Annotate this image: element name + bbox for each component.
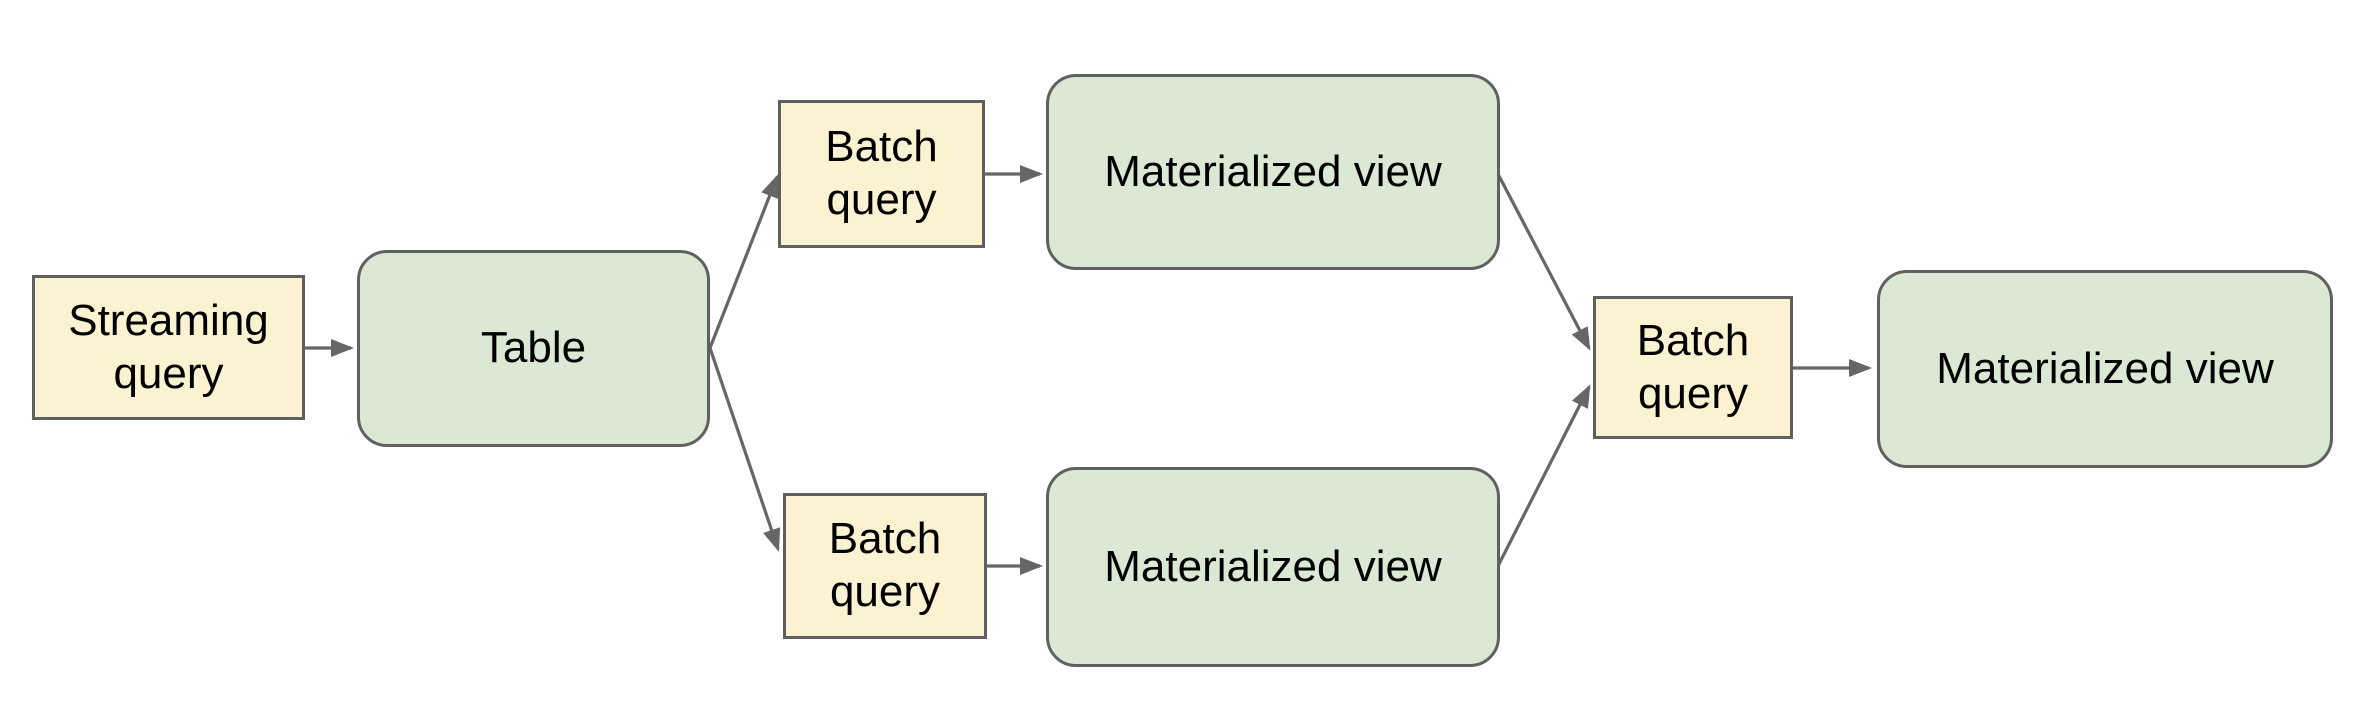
node-streaming-query: Streaming query: [32, 275, 305, 420]
edge-materialized-view-bottom-to-batch-query-right: [1496, 384, 1591, 567]
edge-table-to-batch-query-bottom: [708, 347, 781, 552]
node-label: Materialized view: [1104, 146, 1442, 196]
node-batch-query-right: Batch query: [1593, 296, 1793, 439]
node-materialized-view-top: Materialized view: [1046, 74, 1500, 270]
node-label: Materialized view: [1104, 541, 1442, 591]
node-label: Materialized view: [1936, 343, 2274, 393]
edge-materialized-view-top-to-batch-query-right: [1496, 173, 1591, 351]
node-materialized-view-final: Materialized view: [1877, 270, 2333, 468]
edge-table-to-batch-query-top: [708, 174, 779, 349]
node-batch-query-bottom: Batch query: [783, 493, 987, 639]
node-batch-query-top: Batch query: [778, 100, 985, 248]
node-label: Batch query: [825, 122, 938, 224]
node-label: Batch query: [828, 514, 942, 616]
node-label: Batch query: [1636, 315, 1750, 418]
node-label: Table: [480, 323, 587, 373]
node-label: Streaming query: [68, 295, 269, 398]
node-table: Table: [357, 250, 710, 447]
node-materialized-view-bottom: Materialized view: [1046, 467, 1500, 667]
